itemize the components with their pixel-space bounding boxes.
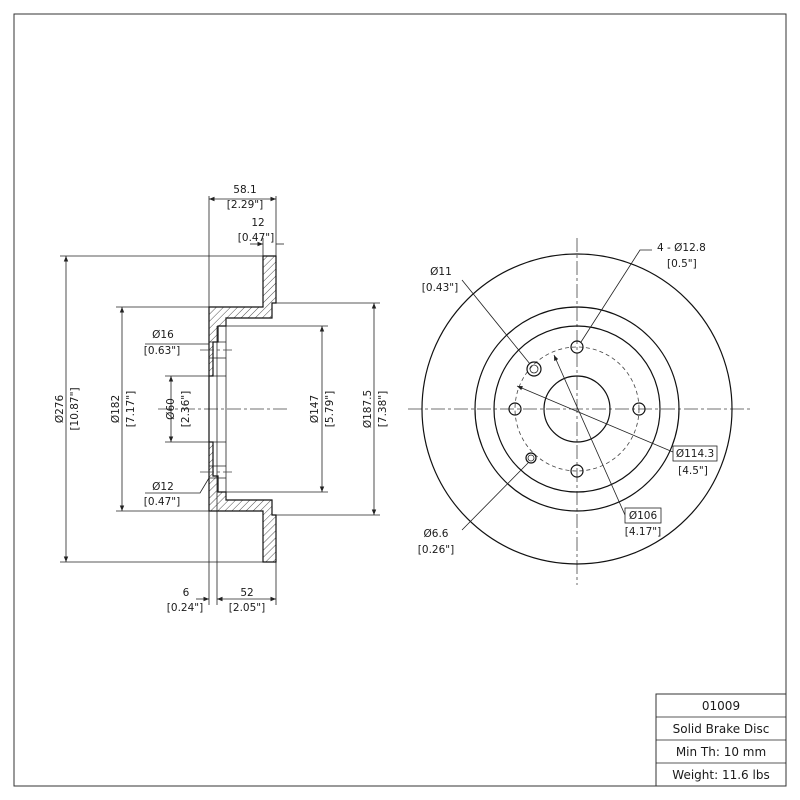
locating-hole-inner — [529, 364, 539, 374]
bolt-hole — [570, 464, 584, 478]
dim-hat-dia-in: [7.17"] — [125, 391, 137, 427]
dim-small-hole-mm: Ø12 — [152, 481, 174, 493]
part-number: 01009 — [702, 699, 740, 713]
leader-bolt-holes — [580, 249, 652, 343]
dim-center-bore-mm: Ø60 — [165, 398, 177, 420]
leader-pcd-106 — [553, 354, 626, 516]
label-hole-11-mm: Ø11 — [430, 266, 452, 278]
hat-outer-edge — [493, 325, 661, 493]
weight: Weight: 11.6 lbs — [672, 768, 769, 782]
title-block: 01009 Solid Brake Disc Min Th: 10 mm Wei… — [655, 693, 787, 787]
dim-face-dia-mm: Ø187.5 — [362, 390, 374, 428]
dim-hat-dia-mm: Ø182 — [110, 395, 122, 423]
leader-small-hole — [145, 477, 210, 494]
label-hole-6-6-in: [0.26"] — [418, 544, 454, 556]
center-bore — [543, 375, 611, 443]
dim-outer-dia-in: [10.87"] — [69, 387, 81, 430]
label-hole-6-6-mm: Ø6.6 — [424, 528, 449, 540]
dim-stud-hole-in: [0.63"] — [144, 345, 180, 357]
bolt-circle — [514, 346, 640, 472]
label-pcd-106-box — [624, 507, 662, 524]
dim-inner-hat-mm: Ø147 — [309, 395, 321, 423]
dim-outer-dia-mm: Ø276 — [54, 395, 66, 424]
label-bolt-holes-in: [0.5"] — [667, 258, 697, 270]
leader-hole-6-6 — [461, 462, 529, 531]
friction-inner-edge — [474, 306, 680, 512]
screw-hole — [525, 452, 537, 464]
drawing-border — [13, 13, 787, 787]
dim-inner-hat-in: [5.79"] — [324, 391, 336, 427]
disc-outer-edge — [421, 253, 733, 565]
dim-overall-width-mm: 58.1 — [233, 184, 256, 196]
leader-hole-11 — [461, 279, 531, 365]
label-pcd-106-in: [4.17"] — [625, 526, 661, 538]
dim-stud-hole-mm: Ø16 — [152, 329, 174, 341]
dim-hat-height-in: [2.05"] — [229, 602, 265, 614]
part-type: Solid Brake Disc — [673, 722, 770, 736]
locating-hole — [526, 361, 542, 377]
screw-hole-inner — [527, 454, 535, 462]
dim-face-dia-in: [7.38"] — [377, 391, 389, 427]
dim-hat-wall-mm: 6 — [183, 587, 190, 599]
dim-overall-width-in: [2.29"] — [227, 199, 263, 211]
label-bolt-circle-box — [672, 445, 718, 462]
leader-bolt-circle — [516, 385, 674, 453]
dim-hat-height-mm: 52 — [240, 587, 253, 599]
section-upper — [208, 255, 277, 377]
dim-center-bore-in: [2.36"] — [180, 391, 192, 427]
bolt-hole — [508, 402, 522, 416]
section-lower — [208, 441, 277, 563]
dim-small-hole-in: [0.47"] — [144, 496, 180, 508]
bolt-hole — [570, 340, 584, 354]
dim-hat-wall-in: [0.24"] — [167, 602, 203, 614]
dim-flange-mm: 12 — [251, 217, 264, 229]
label-hole-11-in: [0.43"] — [422, 282, 458, 294]
dim-flange-in: [0.47"] — [238, 232, 274, 244]
front-view: 4 - Ø12.8 [0.5"] Ø11 [0.43"] Ø114.3 [4.5… — [408, 238, 750, 585]
label-pcd-106-mm: Ø106 — [629, 510, 658, 522]
label-bolt-circle-mm: Ø114.3 — [676, 448, 714, 460]
label-bolt-holes-mm: 4 - Ø12.8 — [657, 242, 706, 254]
bolt-hole — [632, 402, 646, 416]
label-bolt-circle-in: [4.5"] — [678, 465, 708, 477]
side-section-view: 58.1 [2.29"] 12 [0.47"] Ø276 [10.87"] Ø1… — [54, 184, 389, 614]
min-thickness: Min Th: 10 mm — [676, 745, 766, 759]
